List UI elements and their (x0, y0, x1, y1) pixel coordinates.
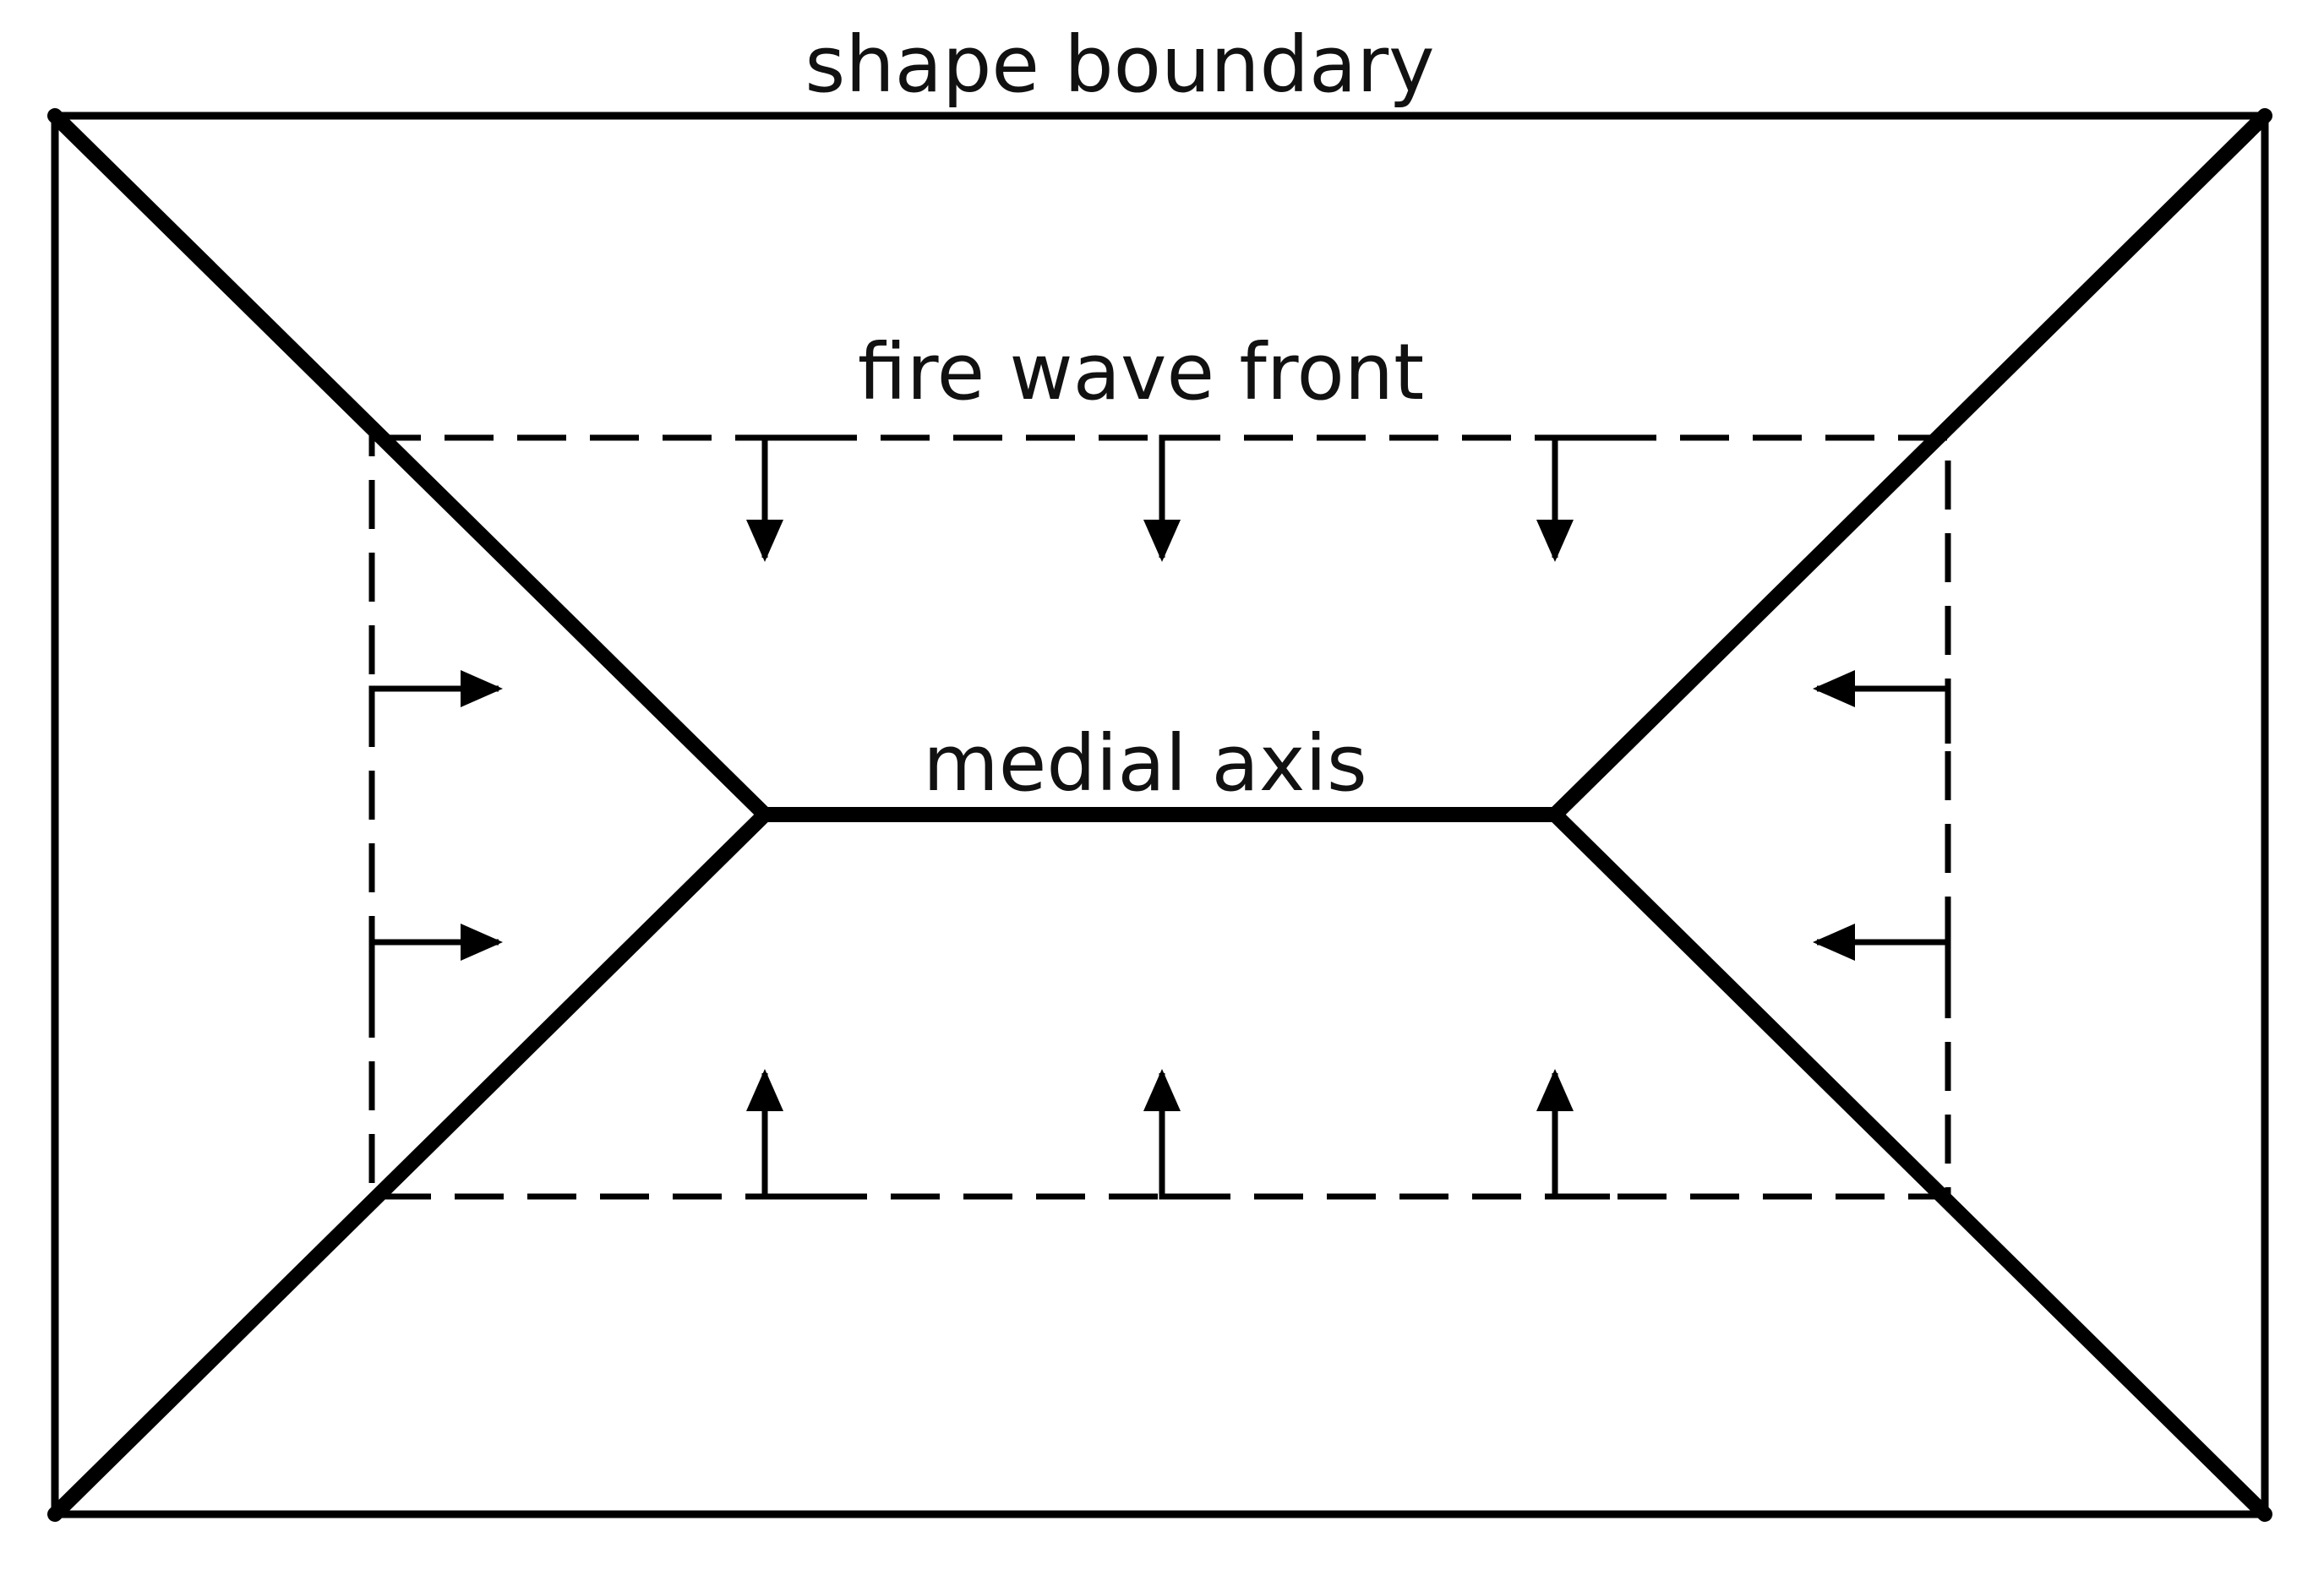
arrow-down-icon (1143, 434, 1217, 562)
medial-branch-bottom-left (47, 807, 772, 1522)
medial-branch-bottom-right (1547, 807, 2272, 1522)
wave-arrows-right (1813, 670, 1951, 993)
medial-branch-top-left (47, 108, 772, 822)
wave-arrows-left (368, 670, 503, 993)
arrow-up-icon (1143, 1069, 1217, 1200)
arrow-left-icon (1813, 924, 1951, 993)
medial-branch-top-right (1547, 108, 2272, 822)
arrow-right-icon (368, 670, 503, 744)
shape-boundary-label: shape boundary (805, 19, 1434, 110)
wave-arrows-top (746, 434, 1610, 562)
medial-axis-label: medial axis (923, 718, 1367, 809)
wave-arrows-bottom (746, 1069, 1610, 1200)
shape-boundary-rect (51, 112, 2269, 1518)
arrow-down-icon (1536, 434, 1610, 562)
medial-axis-skeleton (47, 108, 2272, 1522)
fire-wave-front-label: fire wave front (858, 327, 1424, 417)
arrow-left-icon (1813, 670, 1951, 744)
arrow-down-icon (746, 434, 820, 562)
arrow-right-icon (368, 924, 503, 993)
arrow-up-icon (746, 1069, 820, 1200)
fire-wave-front-rect (368, 434, 1951, 1200)
arrow-up-icon (1536, 1069, 1610, 1200)
